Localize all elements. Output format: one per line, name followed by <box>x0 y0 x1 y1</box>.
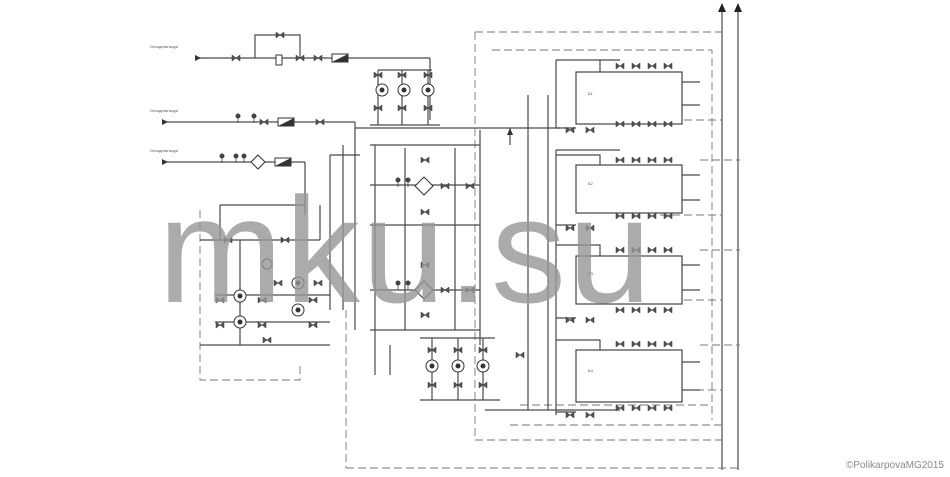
bottom-pump-group <box>374 337 525 401</box>
copyright-notice: ©PolikarpovaMG2015 <box>846 460 944 471</box>
dashed-lines <box>199 31 740 469</box>
inlet-label-1: Исходная вода <box>150 44 179 49</box>
outlet-arrows <box>718 3 742 470</box>
tank-2: Б2 <box>555 150 700 240</box>
inlet-label-3: Исходная вода <box>150 148 179 153</box>
tank-4: Б4 <box>555 330 700 419</box>
exchanger-group <box>370 128 513 345</box>
top-pump-group <box>370 69 440 126</box>
watermark: mku.su <box>158 166 654 334</box>
main-header <box>480 95 620 411</box>
inlet-line-1 <box>195 31 431 120</box>
left-circuit <box>200 145 360 346</box>
inlet-line-3 <box>162 153 306 205</box>
tank-label-4: Б4 <box>588 368 594 373</box>
tank-label-3: Б3 <box>588 271 594 276</box>
inlet-line-2 <box>162 113 480 155</box>
tank-1: Б1 <box>555 59 700 151</box>
tank-label-1: Б1 <box>588 91 594 96</box>
inlet-label-2: Исходная вода <box>150 108 179 113</box>
tank-label-2: Б2 <box>588 181 594 186</box>
tank-3: Б3 <box>555 240 700 330</box>
